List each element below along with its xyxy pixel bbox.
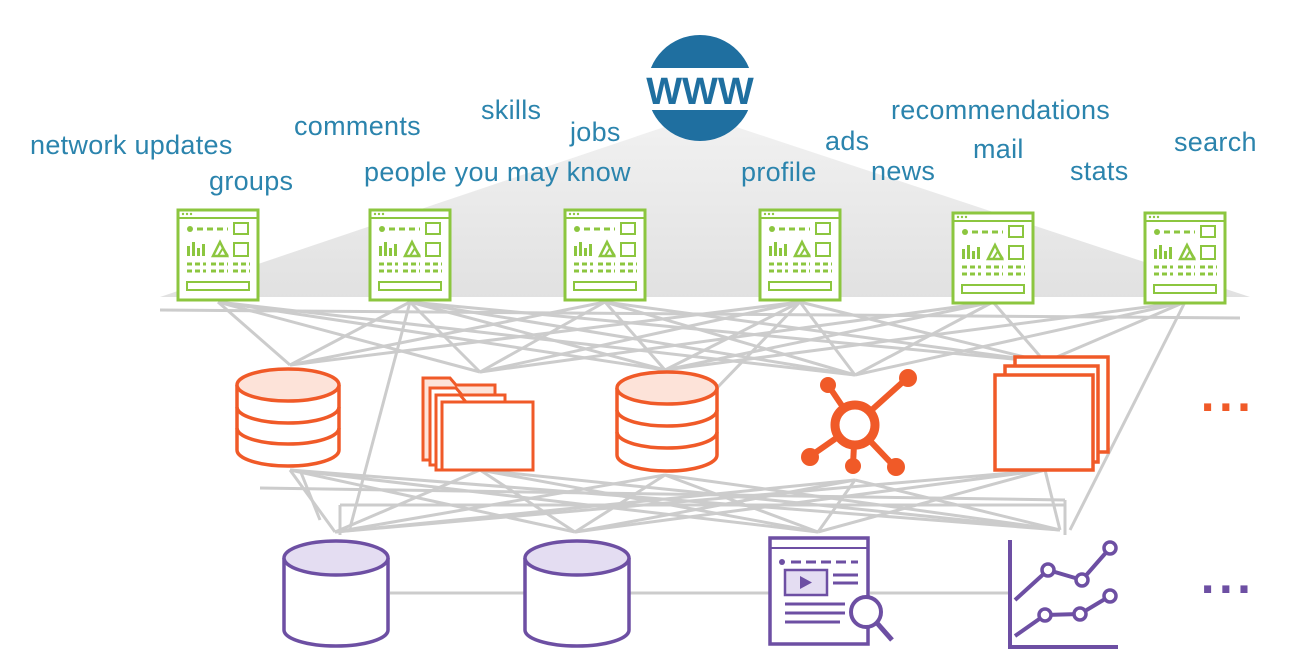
storage-row	[282, 536, 1118, 649]
web-page-icon	[1143, 211, 1227, 305]
web-page-icon	[951, 211, 1035, 305]
frontend-service-connectors	[159, 300, 1241, 531]
feature-label: stats	[1070, 156, 1129, 186]
database-icon	[282, 539, 390, 648]
search-document-icon	[768, 536, 894, 646]
feature-label: search	[1174, 127, 1257, 157]
www-logo-text: WWW	[646, 71, 754, 113]
feature-label: groups	[209, 166, 294, 196]
feature-label: comments	[294, 111, 421, 141]
service-storage-connectors	[259, 468, 1067, 535]
feature-label: news	[871, 156, 936, 186]
database-icon	[615, 370, 719, 473]
hub-icon	[801, 369, 917, 476]
stacked-pages-icon	[993, 355, 1110, 472]
line-chart-icon	[1008, 540, 1118, 649]
web-page-icon	[563, 208, 647, 302]
web-page-icon	[368, 208, 452, 302]
web-page-icon	[176, 208, 260, 302]
web-page-icon	[758, 208, 842, 302]
folders-icon	[421, 376, 535, 472]
feature-label: network updates	[30, 130, 233, 160]
traffic-fan	[160, 115, 1250, 297]
database-icon	[523, 539, 631, 648]
feature-label: profile	[741, 157, 817, 187]
www-globe-icon: WWW	[640, 35, 760, 141]
feature-label: jobs	[570, 117, 621, 147]
storage-more-ellipsis: ...	[1200, 557, 1255, 603]
database-icon	[235, 367, 341, 468]
feature-label: ads	[825, 126, 870, 156]
services-row	[235, 355, 1110, 476]
feature-label: recommendations	[891, 95, 1111, 125]
feature-label: people you may know	[364, 157, 631, 187]
feature-label: mail	[973, 134, 1024, 164]
feature-label: skills	[481, 95, 542, 125]
services-more-ellipsis: ...	[1200, 375, 1255, 421]
